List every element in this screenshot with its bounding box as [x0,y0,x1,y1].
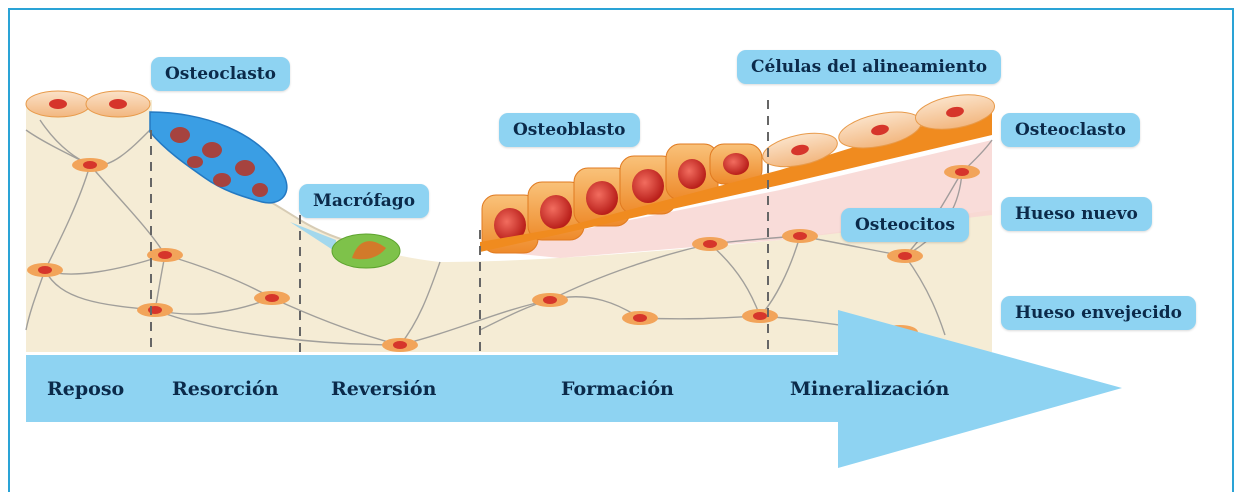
phase-reposo: Reposo [47,378,124,400]
label-macrofago: Macrófago [299,184,429,218]
label-osteoclasto-left: Osteoclasto [151,57,290,91]
label-hueso-nuevo: Hueso nuevo [1001,197,1152,231]
phase-reversion: Reversión [331,378,436,400]
phase-formacion: Formación [561,378,674,400]
phase-resorcion: Resorción [172,378,279,400]
phase-mineralizacion: Mineralización [790,378,949,400]
macrophage-cell [332,234,400,268]
label-osteocitos: Osteocitos [841,208,969,242]
label-osteoblasto: Osteoblasto [499,113,640,147]
label-celulas-alineamiento: Células del alineamiento [737,50,1001,84]
label-osteoclasto-right: Osteoclasto [1001,113,1140,147]
label-hueso-envejecido: Hueso envejecido [1001,296,1196,330]
